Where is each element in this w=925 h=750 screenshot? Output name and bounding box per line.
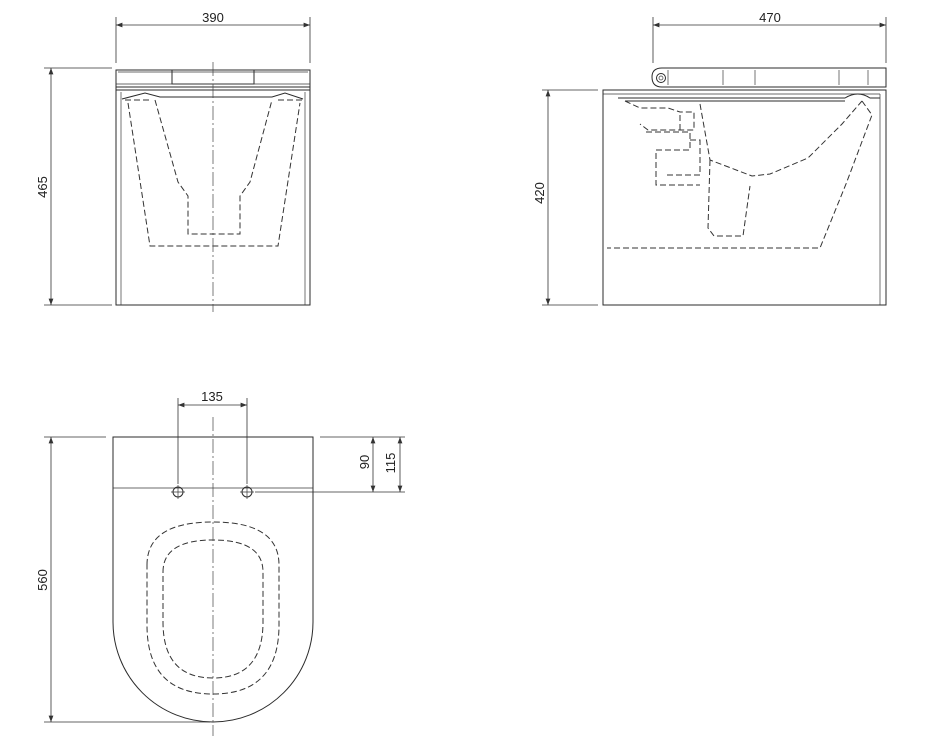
side-body <box>602 89 887 306</box>
front-width-dimension: 390 <box>202 10 224 25</box>
top-offset-dimension: 90 <box>357 455 372 469</box>
top-seat-offset-dimension: 115 <box>383 453 398 474</box>
front-height-dimension: 465 <box>35 176 50 198</box>
side-hidden-duct <box>624 100 695 131</box>
side-lid <box>651 67 887 88</box>
top-seat-inner <box>162 539 264 679</box>
side-hidden-bowl <box>699 100 863 177</box>
front-hidden-bowl <box>127 102 301 247</box>
top-seat-outer <box>146 521 280 695</box>
top-fixing-left <box>171 485 185 499</box>
top-view: 135 90 115 560 <box>35 389 405 736</box>
side-view: 470 420 <box>532 10 887 306</box>
top-spacing-dimension: 135 <box>201 389 223 404</box>
top-length-dimension: 560 <box>35 569 50 591</box>
top-outline <box>112 436 314 723</box>
side-hinge <box>656 73 666 83</box>
side-height-dimension: 420 <box>532 182 547 204</box>
side-depth-dimension: 470 <box>759 10 781 25</box>
top-fixing-right <box>240 485 254 499</box>
front-view: 390 465 <box>35 10 311 312</box>
